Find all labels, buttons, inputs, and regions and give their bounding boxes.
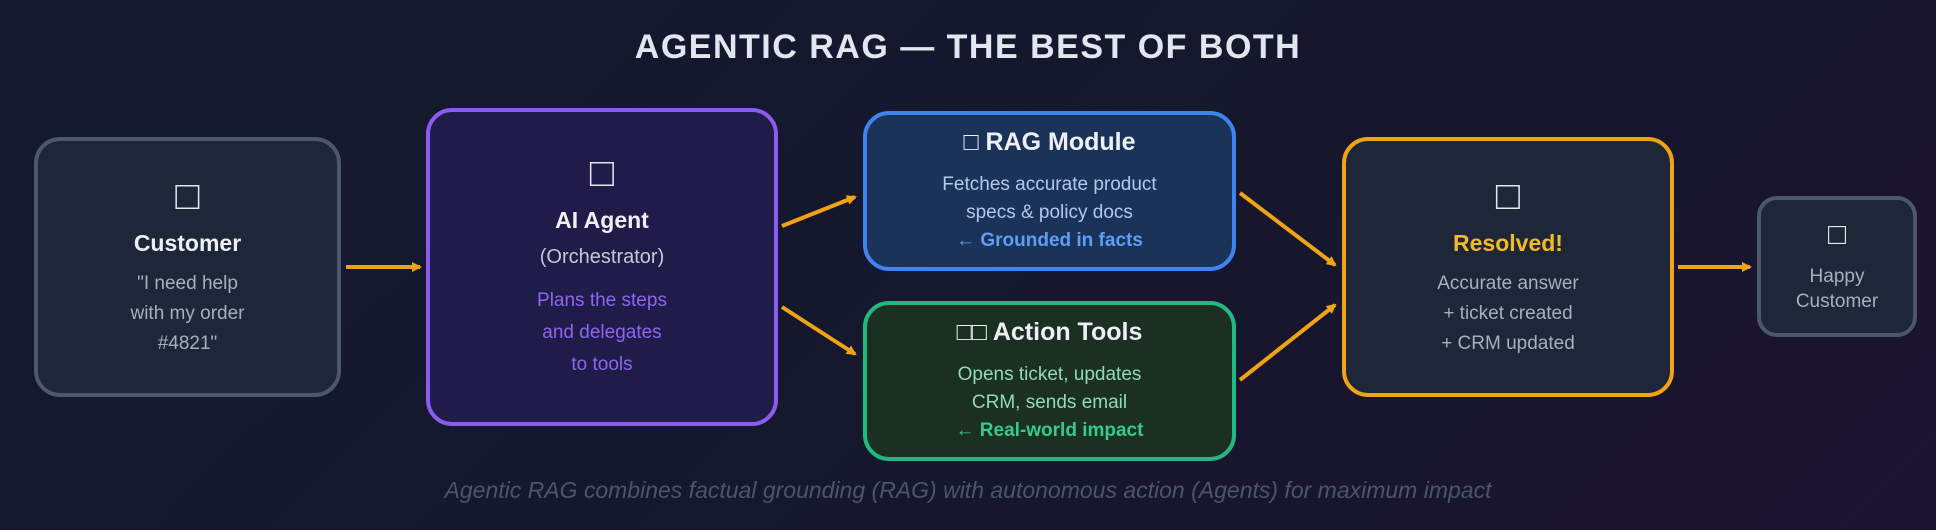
diagram-title: AGENTIC RAG — THE BEST OF BOTH bbox=[634, 28, 1302, 66]
resolved-line: + CRM updated bbox=[1441, 332, 1575, 354]
agent-line: to tools bbox=[571, 354, 633, 375]
arrow-rag-to-resolved bbox=[1238, 191, 1337, 267]
customer-line: #4821" bbox=[157, 332, 218, 354]
rag-line: specs & policy docs bbox=[966, 201, 1133, 223]
happy-line: Happy bbox=[1809, 265, 1865, 287]
customer-node: □ Customer "I need help with my order #4… bbox=[34, 137, 341, 397]
agent-subtitle: (Orchestrator) bbox=[539, 246, 665, 268]
agent-node: □ AI Agent (Orchestrator) Plans the step… bbox=[426, 108, 778, 426]
agent-line: and delegates bbox=[542, 322, 662, 343]
robot-icon: □ bbox=[589, 151, 615, 195]
action-tools-node: □□ Action Tools Opens ticket, updates CR… bbox=[863, 301, 1236, 461]
smiley-icon: □ bbox=[1827, 217, 1847, 251]
customer-line: "I need help bbox=[137, 272, 238, 294]
arrow-agent-to-rag bbox=[781, 195, 857, 228]
agent-line: Plans the steps bbox=[537, 290, 667, 311]
customer-line: with my order bbox=[130, 302, 245, 324]
arrow-action-to-resolved bbox=[1238, 303, 1337, 382]
resolved-node: □ Resolved! Accurate answer + ticket cre… bbox=[1342, 137, 1674, 397]
resolved-line: + ticket created bbox=[1443, 302, 1573, 324]
customer-title: Customer bbox=[133, 229, 242, 256]
rag-line: Fetches accurate product bbox=[942, 173, 1157, 195]
action-highlight: ← Real-world impact bbox=[955, 419, 1144, 441]
action-title: □□ Action Tools bbox=[956, 317, 1143, 346]
diagram-caption: Agentic RAG combines factual grounding (… bbox=[444, 477, 1492, 503]
happy-customer-node: □ Happy Customer bbox=[1757, 196, 1917, 337]
rag-highlight: ← Grounded in facts bbox=[956, 229, 1143, 251]
happy-line: Customer bbox=[1795, 290, 1879, 312]
rag-title: □ RAG Module bbox=[963, 127, 1136, 156]
person-icon: □ bbox=[175, 173, 200, 218]
action-line: CRM, sends email bbox=[971, 391, 1128, 413]
agent-title: AI Agent bbox=[555, 207, 649, 233]
resolved-line: Accurate answer bbox=[1437, 272, 1579, 294]
checkmark-icon: □ bbox=[1495, 173, 1521, 218]
arrow-agent-to-action bbox=[780, 305, 857, 356]
action-line: Opens ticket, updates bbox=[957, 363, 1142, 385]
resolved-title: Resolved! bbox=[1453, 229, 1563, 256]
rag-module-node: □ RAG Module Fetches accurate product sp… bbox=[863, 111, 1236, 271]
